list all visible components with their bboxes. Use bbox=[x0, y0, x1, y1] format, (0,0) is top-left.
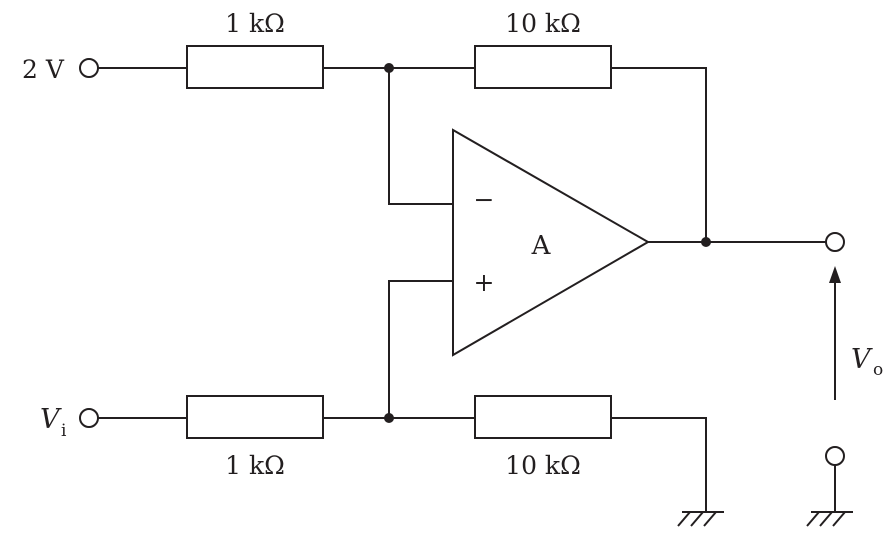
junction-output-node bbox=[701, 237, 711, 247]
ground-icon-output bbox=[806, 511, 853, 527]
input-bottom-terminal bbox=[79, 408, 99, 428]
amplifier-label: A bbox=[531, 231, 552, 261]
resistor-ground-bottom-label: 10 kΩ bbox=[505, 451, 581, 480]
input-bottom-subscript: i bbox=[61, 421, 67, 441]
wire-to-ground bbox=[611, 417, 707, 512]
input-bottom-symbol: V bbox=[40, 404, 62, 435]
wire-inverting-input bbox=[388, 68, 453, 205]
output-voltage-symbol: V bbox=[851, 344, 873, 375]
arrow-up-icon bbox=[829, 266, 841, 283]
wire-noninverting-input bbox=[388, 280, 453, 418]
output-reference-terminal bbox=[825, 446, 845, 466]
resistor-feedback-top-label: 10 kΩ bbox=[505, 9, 581, 38]
resistor-ground-bottom bbox=[474, 395, 612, 439]
resistor-input-bottom bbox=[186, 395, 324, 439]
resistor-feedback-top bbox=[474, 45, 612, 89]
input-top-label: 2 V bbox=[22, 55, 65, 84]
resistor-input-top-label: 1 kΩ bbox=[225, 9, 285, 38]
resistor-input-bottom-label: 1 kΩ bbox=[225, 451, 285, 480]
output-terminal bbox=[825, 232, 845, 252]
noninverting-input-sign: + bbox=[474, 268, 495, 297]
input-top-terminal bbox=[79, 58, 99, 78]
op-amp-triangle bbox=[452, 128, 651, 357]
wire-feedback bbox=[611, 67, 707, 242]
resistor-input-top bbox=[186, 45, 324, 89]
inverting-input-sign: − bbox=[474, 185, 495, 214]
output-voltage-subscript: o bbox=[873, 360, 883, 380]
ground-icon-resistor bbox=[677, 511, 724, 527]
